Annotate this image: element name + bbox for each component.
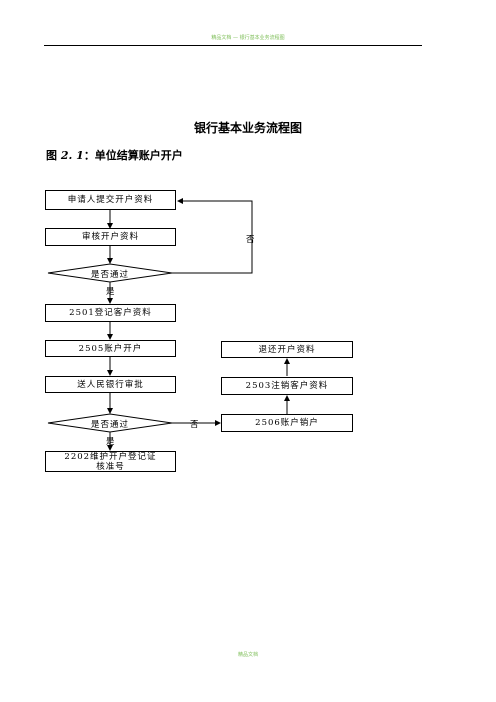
document-title: 银行基本业务流程图 [193, 121, 302, 135]
box-close-account: 2506账户销户 [221, 414, 353, 432]
decision2-no-label: 否 [190, 420, 199, 430]
box-maintain-license: 2202维护开户登记证核准号 [45, 451, 176, 472]
decision1-no-label: 否 [246, 235, 255, 245]
box-return-materials: 退还开户资料 [221, 341, 353, 358]
decision1-label: 是否通过 [90, 270, 129, 280]
figure-caption: 图 2. 1：单位结算账户开户 [46, 147, 183, 163]
figure-caption-text: ：单位结算账户开户 [83, 149, 183, 162]
page-footer: 精品文档 [237, 652, 258, 658]
decision1-yes-label: 是 [106, 287, 115, 297]
box-review-materials: 审核开户资料 [45, 228, 176, 246]
box-register-customer: 2501登记客户资料 [45, 304, 176, 322]
arrow-decision1-no-loop [172, 198, 253, 274]
box-cancel-customer: 2503注销客户资料 [221, 377, 353, 395]
header-rule [44, 45, 422, 46]
figure-number: 2. 1 [60, 149, 84, 162]
decision2-yes-label: 是 [106, 437, 115, 447]
box-open-account: 2505账户开户 [45, 340, 176, 357]
box-pboc-approval: 送人民银行审批 [45, 376, 176, 393]
box-submit-materials: 申请人提交开户资料 [45, 190, 176, 210]
page-header: 精品文档 — 银行基本业务流程图 [211, 35, 285, 41]
figure-prefix: 图 [46, 149, 57, 162]
decision2-label: 是否通过 [90, 420, 129, 430]
